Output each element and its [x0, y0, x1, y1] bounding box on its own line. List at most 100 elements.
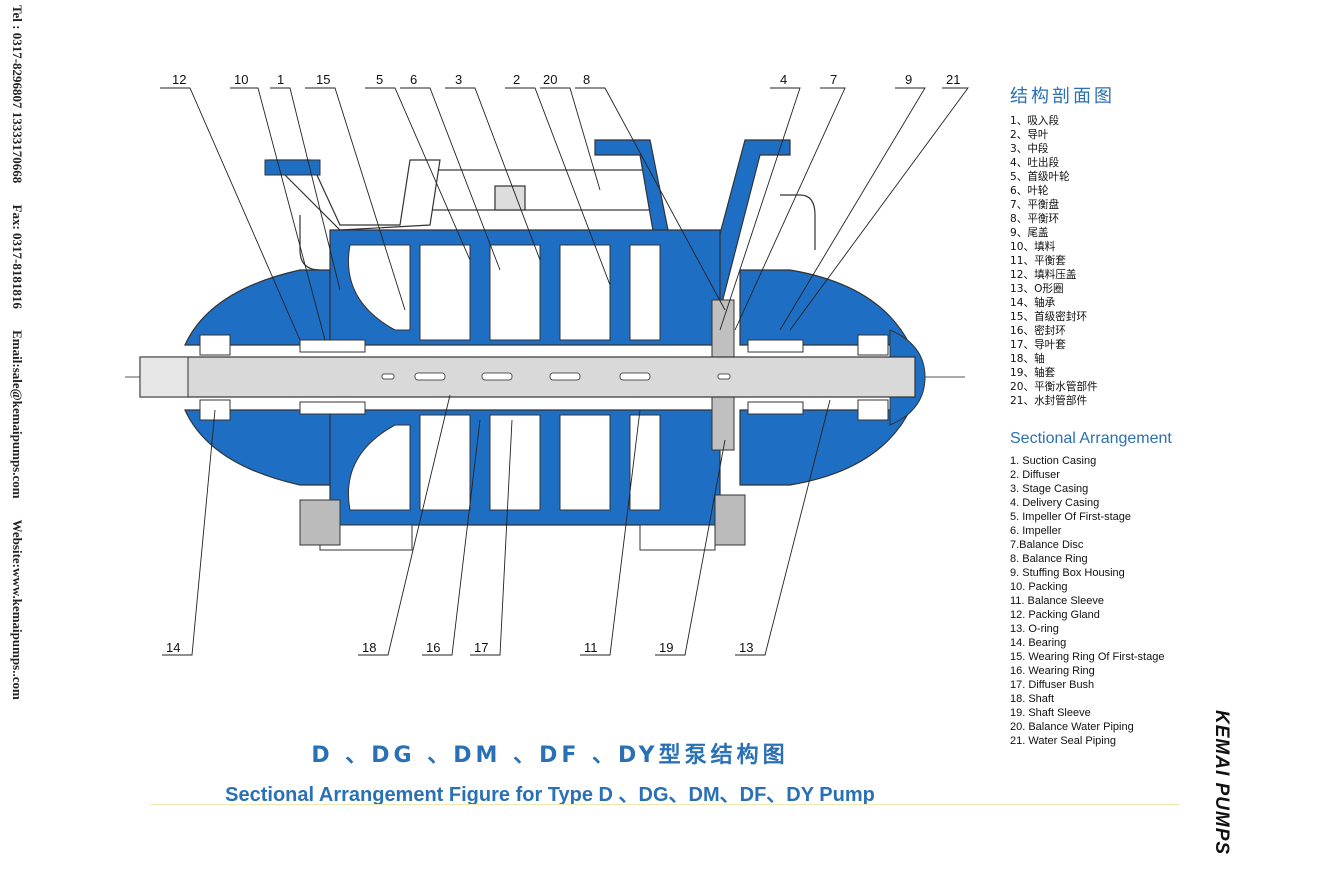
legend-item: 3、中段 [1010, 143, 1049, 155]
legend-item: 19. Shaft Sleeve [1010, 707, 1091, 719]
legend-item: 7.Balance Disc [1010, 539, 1084, 551]
figure-title-en: Sectional Arrangement Figure for Type D … [225, 784, 875, 806]
legend-item: 7、平衡盘 [1010, 199, 1060, 211]
pump-section-diagram: 12 10 1 15 5 6 3 2 20 8 4 7 9 21 14 18 1… [125, 72, 969, 656]
legend-cn-title: 结构剖面图 [1010, 86, 1115, 107]
callouts-top: 12 10 1 15 5 6 3 2 20 8 4 7 9 21 [172, 72, 960, 87]
bottom-rule [150, 804, 1180, 805]
shaft [139, 356, 916, 398]
legend-item: 2、导叶 [1010, 129, 1049, 141]
legend-item: 8、平衡环 [1010, 213, 1060, 225]
suction-casing-upper [184, 269, 331, 346]
balance-water-piping [299, 169, 816, 271]
callouts-bottom: 14 18 16 17 11 19 13 [166, 640, 753, 655]
callout-20: 20 [543, 72, 557, 87]
bearing-left-upper [199, 334, 231, 356]
legend-item: 10. Packing [1010, 581, 1068, 593]
legend-item: 3. Stage Casing [1010, 483, 1089, 495]
callout-13: 13 [739, 640, 753, 655]
legend-item: 21、水封管部件 [1010, 395, 1088, 407]
callout-18: 18 [362, 640, 376, 655]
legend-item: 17、导叶套 [1010, 339, 1066, 351]
callout-14: 14 [166, 640, 180, 655]
legend-item: 9. Stuffing Box Housing [1010, 567, 1125, 579]
callout-2: 2 [513, 72, 520, 87]
brand-logo-text: KEMAI PUMPS [1211, 710, 1232, 856]
contact-tel: Tel : 0317-8296807 13333170668 [10, 5, 25, 184]
legend-en-title: Sectional Arrangement [1010, 430, 1172, 447]
legend-item: 18、轴 [1010, 353, 1045, 365]
contact-fax: Fax: 0317-8181816 [10, 204, 25, 309]
callout-16: 16 [426, 640, 440, 655]
legend-item: 16. Wearing Ring [1010, 665, 1095, 677]
legend-item: 5、首级叶轮 [1010, 171, 1070, 183]
suction-casing-lower [184, 409, 331, 486]
callout-11: 11 [584, 640, 598, 655]
callout-1: 1 [277, 72, 284, 87]
legend-item: 2. Diffuser [1010, 469, 1060, 481]
callout-4: 4 [780, 72, 787, 87]
callout-19: 19 [659, 640, 673, 655]
bearing-right-upper [857, 334, 889, 356]
legend-item: 12、填料压盖 [1010, 269, 1077, 281]
shaft-keyways [381, 372, 731, 381]
legend-item: 1、吸入段 [1010, 115, 1060, 127]
legend-item: 21. Water Seal Piping [1010, 735, 1116, 747]
legend-en: Sectional Arrangement 1. Suction Casing 2… [1010, 430, 1172, 748]
tie-bolt-lower-right [714, 494, 746, 546]
support-foot-right [639, 524, 716, 551]
packing-left-lower [299, 401, 366, 415]
legend-item: 6、叶轮 [1010, 185, 1049, 197]
legend-item: 8. Balance Ring [1010, 553, 1088, 565]
legend-item: 6. Impeller [1010, 525, 1062, 537]
suction-flange [264, 159, 321, 176]
packing-right-upper [747, 339, 804, 353]
leader-lines [160, 87, 969, 656]
callout-3: 3 [455, 72, 462, 87]
legend-item: 12. Packing Gland [1010, 609, 1100, 621]
callout-9: 9 [905, 72, 912, 87]
legend-item: 14. Bearing [1010, 637, 1067, 649]
legend-item: 18. Shaft [1010, 693, 1055, 705]
shaft-end [139, 356, 189, 398]
legend-en-list: 1. Suction Casing 2. Diffuser 3. Stage Cas… [1010, 454, 1172, 748]
callout-7: 7 [830, 72, 837, 87]
callout-8: 8 [583, 72, 590, 87]
callout-6: 6 [410, 72, 417, 87]
legend-item: 1. Suction Casing [1010, 455, 1097, 467]
tie-bolt-lower-left [299, 499, 341, 546]
callout-15: 15 [316, 72, 330, 87]
contact-website: Website:www.kemaipumps..com [10, 519, 25, 700]
callout-5: 5 [376, 72, 383, 87]
figure-title-cn: D 、DG 、DM 、DF 、DY型泵结构图 [311, 743, 789, 768]
contact-email: Email:sale@kemaipumps.com [10, 330, 25, 499]
legend-item: 11. Balance Sleeve [1010, 595, 1104, 607]
legend-item: 17. Diffuser Bush [1010, 679, 1095, 691]
bearing-right-lower [857, 399, 889, 421]
legend-item: 4. Delivery Casing [1010, 497, 1100, 509]
callout-10: 10 [234, 72, 248, 87]
legend-item: 20、平衡水管部件 [1010, 381, 1098, 393]
legend-item: 16、密封环 [1010, 325, 1066, 337]
legend-item: 13. O-ring [1010, 623, 1059, 635]
legend-item: 5. Impeller Of First-stage [1010, 511, 1132, 523]
legend-item: 15. Wearing Ring Of First-stage [1010, 651, 1165, 663]
contact-strip: Tel : 0317-8296807 13333170668 Fax: 0317… [5, 5, 25, 825]
packing-left-upper [299, 339, 366, 353]
callout-12: 12 [172, 72, 186, 87]
legend-item: 13、O形圈 [1010, 283, 1064, 295]
legend-item: 19、轴套 [1010, 367, 1056, 379]
legend-item: 14、轴承 [1010, 297, 1056, 309]
stuffing-box-lower [739, 409, 911, 486]
impeller-channels [348, 244, 661, 511]
callout-21: 21 [946, 72, 960, 87]
stuffing-box-upper [739, 269, 911, 346]
legend-item: 10、填料 [1010, 241, 1056, 253]
legend-item: 9、尾盖 [1010, 227, 1049, 239]
packing-right-lower [747, 401, 804, 415]
legend-item: 15、首级密封环 [1010, 311, 1088, 323]
legend-item: 20. Balance Water Piping [1010, 721, 1134, 733]
legend-item: 11、平衡套 [1010, 255, 1066, 267]
